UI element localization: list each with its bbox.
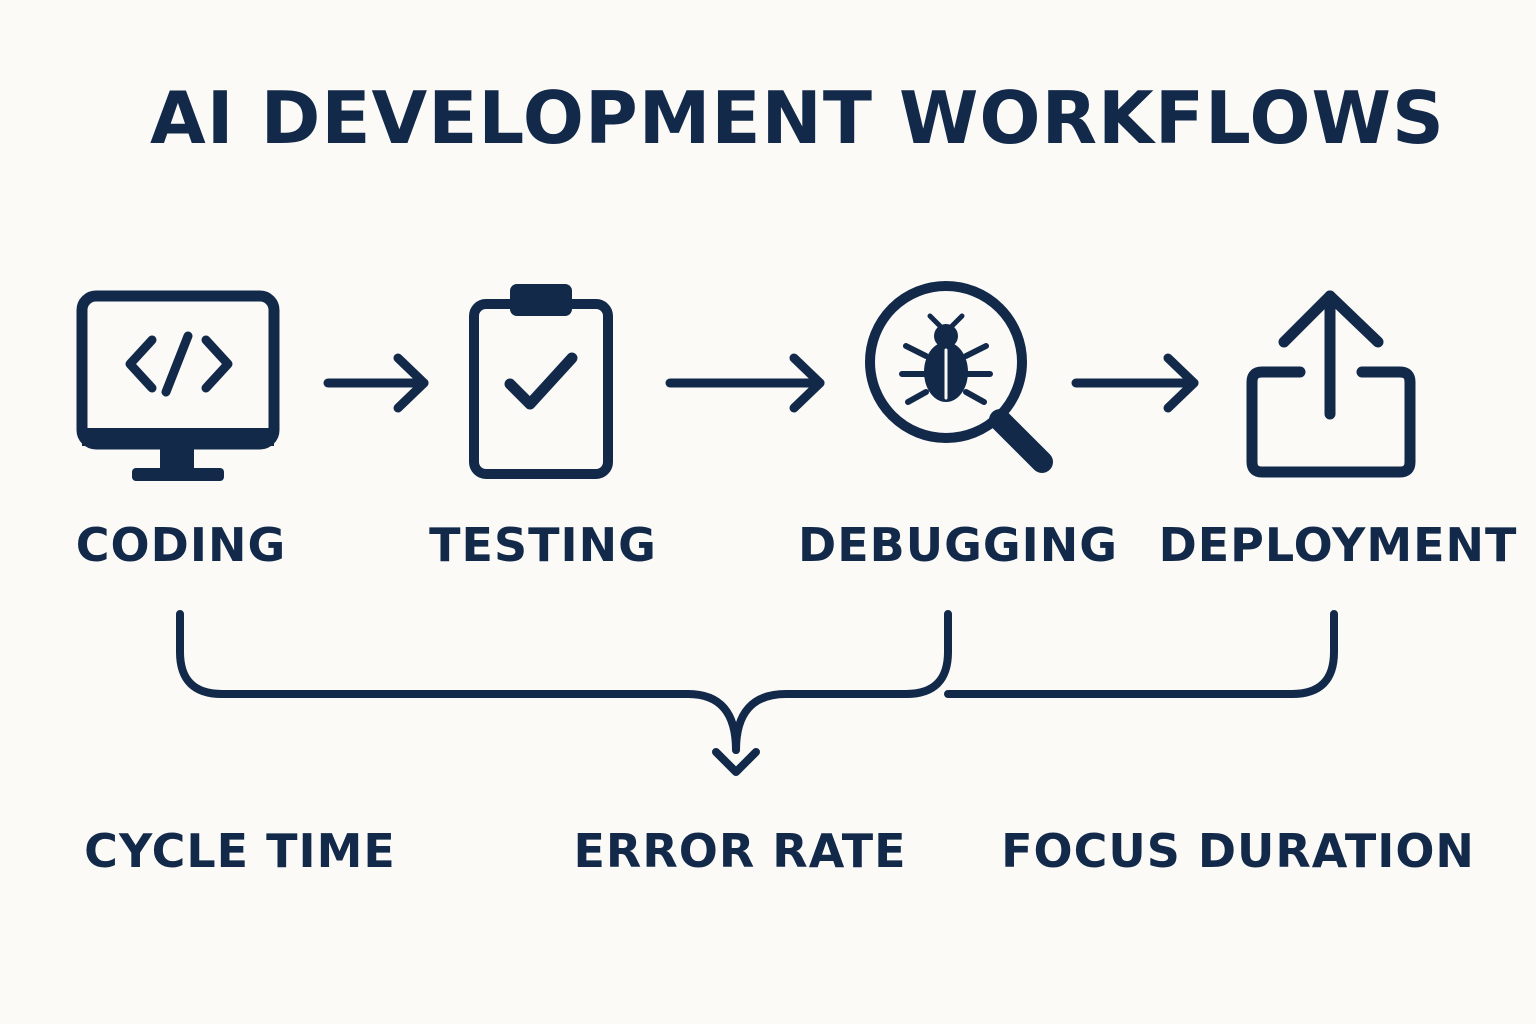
metric-label-focus-duration: FOCUS DURATION [1001,824,1475,878]
clipboard-check-icon [469,284,613,479]
metric-label-error-rate: ERROR RATE [573,824,907,878]
stage-label-testing: TESTING [429,518,657,572]
flow-arrow-icon [1071,353,1199,413]
merge-brace [176,610,1338,776]
stage-label-coding: CODING [75,518,287,572]
stage-label-debugging: DEBUGGING [798,518,1118,572]
monitor-code-icon [76,290,280,481]
metric-label-cycle-time: CYCLE TIME [84,824,396,878]
flow-arrow-icon [665,353,825,413]
bug-magnifier-icon [865,281,1053,473]
flow-arrow-icon [323,353,429,413]
stage-label-deployment: DEPLOYMENT [1158,518,1518,572]
upload-box-icon [1246,290,1416,478]
page-title: AI DEVELOPMENT WORKFLOWS [150,76,1445,160]
